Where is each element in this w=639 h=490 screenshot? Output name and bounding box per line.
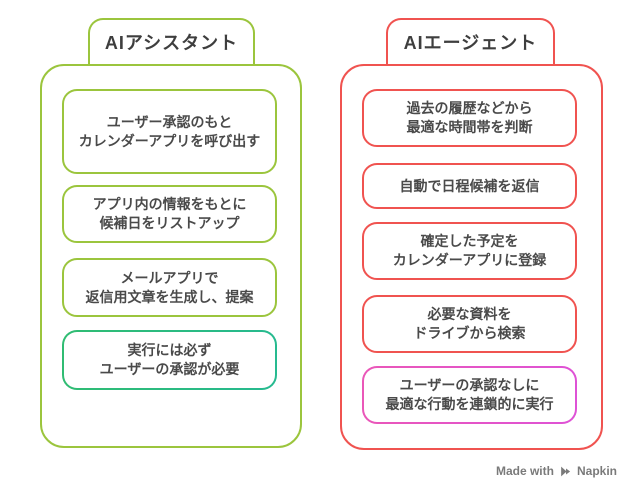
- step-text: カレンダーアプリを呼び出す: [78, 132, 261, 149]
- agent-title-tab: AIエージェント: [386, 18, 555, 64]
- assistant-step-1: ユーザー承認のもと カレンダーアプリを呼び出す: [62, 89, 277, 174]
- step-text: 確定した予定を: [420, 233, 519, 249]
- step-text: 最適な時間帯を判断: [406, 119, 533, 135]
- step-text: 候補日をリストアップ: [99, 215, 240, 231]
- step-text: 返信用文章を生成し、提案: [85, 288, 254, 305]
- agent-highlight-step: ユーザーの承認なしに 最適な行動を連鎖的に実行: [362, 366, 577, 424]
- step-text: ドライブから検索: [413, 325, 526, 341]
- step-text: ユーザーの承認なしに: [399, 377, 540, 393]
- agent-step-1: 過去の履歴などから 最適な時間帯を判断: [362, 89, 577, 147]
- step-text: ユーザーの承認が必要: [99, 361, 240, 377]
- step-text: メールアプリで: [120, 269, 219, 286]
- assistant-step-2: アプリ内の情報をもとに 候補日をリストアップ: [62, 185, 277, 243]
- step-text: 自動で日程候補を返信: [399, 177, 540, 194]
- agent-title: AIエージェント: [403, 33, 538, 53]
- assistant-title: AIアシスタント: [104, 33, 239, 53]
- step-text: 過去の履歴などから: [406, 100, 533, 116]
- agent-highlight-step-inner: ユーザーの承認なしに 最適な行動を連鎖的に実行: [364, 368, 575, 422]
- napkin-watermark: Made with Napkin: [496, 464, 617, 478]
- step-text: 最適な行動を連鎖的に実行: [385, 396, 554, 412]
- step-text: 実行には必ず: [127, 342, 212, 358]
- agent-step-3: 確定した予定を カレンダーアプリに登録: [362, 222, 577, 280]
- step-text: アプリ内の情報をもとに: [92, 196, 247, 212]
- watermark-brand: Napkin: [576, 464, 617, 478]
- assistant-title-tab: AIアシスタント: [88, 18, 255, 64]
- assistant-panel: [40, 64, 302, 448]
- assistant-step-3: メールアプリで 返信用文章を生成し、提案: [62, 258, 277, 317]
- agent-step-4: 必要な資料を ドライブから検索: [362, 295, 577, 353]
- napkin-logo-icon: [559, 465, 572, 478]
- step-text: カレンダーアプリに登録: [392, 252, 547, 268]
- watermark-prefix: Made with: [495, 464, 554, 478]
- step-text: ユーザー承認のもと: [106, 113, 233, 130]
- assistant-highlight-step-inner: 実行には必ず ユーザーの承認が必要: [64, 332, 275, 388]
- assistant-highlight-step: 実行には必ず ユーザーの承認が必要: [62, 330, 277, 390]
- agent-panel: [340, 64, 603, 450]
- agent-step-2: 自動で日程候補を返信: [362, 163, 577, 209]
- step-text: 必要な資料を: [427, 306, 512, 322]
